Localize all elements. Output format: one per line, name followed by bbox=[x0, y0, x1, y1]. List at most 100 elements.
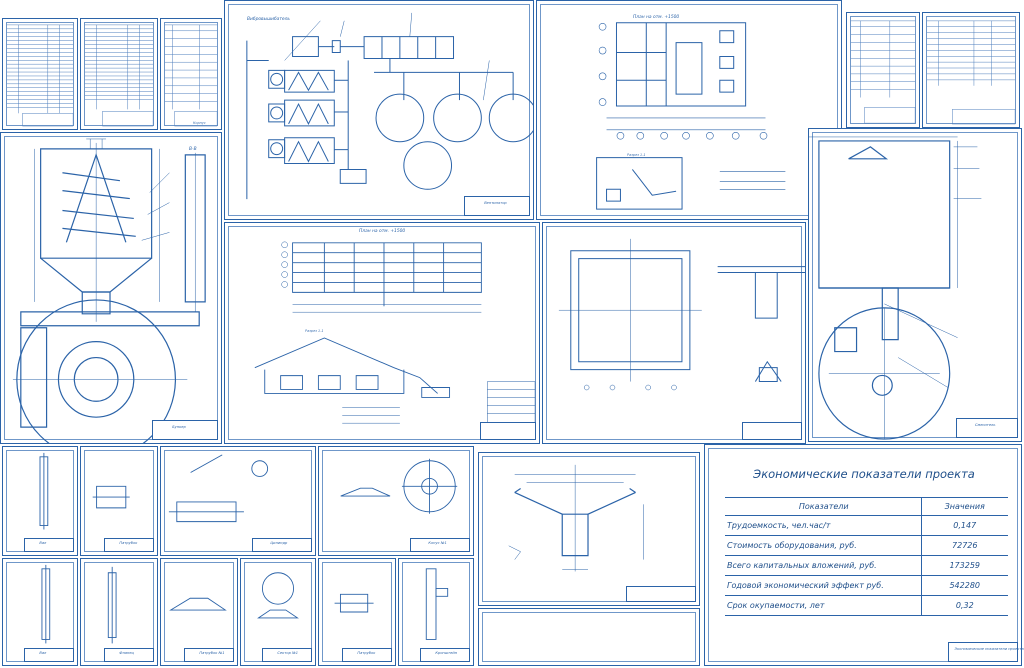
detail-drawing bbox=[81, 559, 157, 665]
spec-table-lines bbox=[847, 13, 919, 127]
spec-sheet-2 bbox=[80, 18, 158, 130]
spec-sheet-1 bbox=[2, 18, 78, 130]
title-block: Кронштейн bbox=[420, 648, 470, 662]
spec-table-lines bbox=[81, 19, 157, 129]
detail-sheet-2: Патрубок bbox=[80, 446, 158, 556]
detail-drawing bbox=[319, 559, 395, 665]
table-row: Всего капитальных вложений, руб. 173259 bbox=[725, 555, 1008, 576]
detail-name: Кронштейн bbox=[435, 651, 458, 656]
economic-table-title: Экономические показатели проекта bbox=[753, 467, 975, 481]
indicator-name: Всего капитальных вложений, руб. bbox=[725, 555, 922, 576]
indicator-value: 542280 bbox=[921, 575, 1008, 596]
table-row: Срок окупаемости, лет 0,32 bbox=[725, 595, 1008, 616]
title-block: Патрубок bbox=[104, 538, 154, 552]
title-block: Фланец bbox=[104, 648, 154, 662]
detail-drawing bbox=[3, 447, 77, 555]
mixer-sheet: Смеситель bbox=[808, 128, 1022, 442]
title-block: Патрубок bbox=[342, 648, 392, 662]
title-block: Конус №1 bbox=[410, 538, 470, 552]
title-block bbox=[626, 586, 696, 602]
detail-drawing bbox=[399, 559, 473, 665]
title-block-name: Экономические показатели проекта bbox=[954, 646, 1024, 651]
plan-top-title: План на отм. +1500 bbox=[633, 15, 680, 20]
title-block-name: Бункер bbox=[172, 424, 186, 429]
plan-sheet-bottom: План на отм. +1500 Разрез 1-1 bbox=[224, 222, 540, 444]
detail-name: Патрубок №1 bbox=[199, 651, 225, 656]
cone-sheet bbox=[478, 452, 700, 606]
title-block: Вал bbox=[24, 538, 74, 552]
detail-sheet-8: Сектор №1 bbox=[240, 558, 316, 666]
view-label: В-В bbox=[189, 147, 197, 152]
section-label-top: Разрез 1-1 bbox=[627, 153, 646, 157]
assembly-drawing bbox=[1, 133, 221, 443]
blank-sheet bbox=[478, 608, 700, 666]
flow-scheme-sheet: Вибровышибатель bbox=[224, 0, 534, 220]
title-block bbox=[742, 422, 802, 440]
detail-drawing bbox=[3, 559, 77, 665]
detail-name: Сектор №1 bbox=[277, 651, 299, 656]
cone-drawing bbox=[479, 453, 699, 605]
side-label: Корпус bbox=[193, 121, 206, 125]
detail-sheet-3: Цилиндр bbox=[160, 446, 316, 556]
plan-bottom-drawing bbox=[225, 223, 539, 443]
plan-bottom-title: План на отм. +1500 bbox=[359, 229, 406, 234]
plan-top-drawing bbox=[537, 1, 841, 219]
plan-sheet-top: План на отм. +1500 Разрез 1-1 bbox=[536, 0, 842, 220]
indicator-value: 0,32 bbox=[921, 595, 1008, 616]
column-header-indicator: Показатели bbox=[725, 497, 922, 516]
assembly-sheet-left: В-В Бункер bbox=[0, 132, 222, 444]
title-block: Вентилятор bbox=[464, 196, 530, 216]
indicator-value: 0,147 bbox=[921, 515, 1008, 536]
spec-table-lines bbox=[161, 19, 221, 129]
detail-name: Цилиндр bbox=[270, 541, 288, 546]
detail-drawing bbox=[161, 559, 237, 665]
detail-drawing bbox=[241, 559, 315, 665]
table-row: Трудоемкость, чел.час/т 0,147 bbox=[725, 515, 1008, 536]
detail-sheet-4: Конус №1 bbox=[318, 446, 474, 556]
spec-sheet-right-2 bbox=[922, 12, 1020, 128]
detail-name: Конус №1 bbox=[428, 541, 447, 546]
title-block: Экономические показатели проекта bbox=[948, 642, 1024, 662]
mixer-drawing bbox=[809, 129, 1021, 441]
detail-sheet-1: Вал bbox=[2, 446, 78, 556]
section-label-bottom: Разрез 1-1 bbox=[305, 329, 324, 333]
indicator-name: Срок окупаемости, лет bbox=[725, 595, 922, 616]
indicator-name: Стоимость оборудования, руб. bbox=[725, 535, 922, 556]
detail-name: Фланец bbox=[119, 651, 134, 656]
column-header-value: Значения bbox=[921, 497, 1008, 516]
indicator-value: 173259 bbox=[921, 555, 1008, 576]
detail-sheet-5: Вал bbox=[2, 558, 78, 666]
title-block: Смеситель bbox=[956, 418, 1018, 438]
detail-name: Вал bbox=[39, 541, 47, 546]
indicator-value: 72726 bbox=[921, 535, 1008, 556]
table-header-row: Показатели Значения bbox=[725, 497, 1008, 516]
spec-table-lines bbox=[3, 19, 77, 129]
title-block: Бункер bbox=[152, 420, 218, 440]
economic-table: Показатели Значения Трудоемкость, чел.ча… bbox=[725, 497, 1008, 616]
title-block-name: Смеситель bbox=[975, 422, 996, 427]
detail-sheet-7: Патрубок №1 bbox=[160, 558, 238, 666]
spec-table-lines bbox=[923, 13, 1019, 127]
title-block: Патрубок №1 bbox=[184, 648, 234, 662]
table-row: Стоимость оборудования, руб. 72726 bbox=[725, 535, 1008, 556]
economic-sheet: Экономические показатели проекта Показат… bbox=[704, 444, 1024, 666]
indicator-name: Годовой экономический эффект руб. bbox=[725, 575, 922, 596]
title-block: Цилиндр bbox=[252, 538, 312, 552]
detail-name: Патрубок bbox=[357, 651, 376, 656]
indicator-name: Трудоемкость, чел.час/т bbox=[725, 515, 922, 536]
bunker-drawing bbox=[543, 223, 805, 443]
detail-drawing bbox=[161, 447, 315, 555]
bunker-sheet bbox=[542, 222, 806, 444]
detail-sheet-9: Патрубок bbox=[318, 558, 396, 666]
detail-sheet-6: Фланец bbox=[80, 558, 158, 666]
detail-drawing bbox=[319, 447, 473, 555]
title-block: Сектор №1 bbox=[262, 648, 312, 662]
spec-sheet-right bbox=[846, 12, 920, 128]
detail-drawing bbox=[81, 447, 157, 555]
detail-sheet-10: Кронштейн bbox=[398, 558, 474, 666]
title-block-name: Вентилятор bbox=[484, 200, 507, 205]
detail-name: Патрубок bbox=[119, 541, 138, 546]
title-block bbox=[480, 422, 536, 440]
spec-sheet-3: Корпус bbox=[160, 18, 222, 130]
detail-name: Вал bbox=[39, 651, 47, 656]
